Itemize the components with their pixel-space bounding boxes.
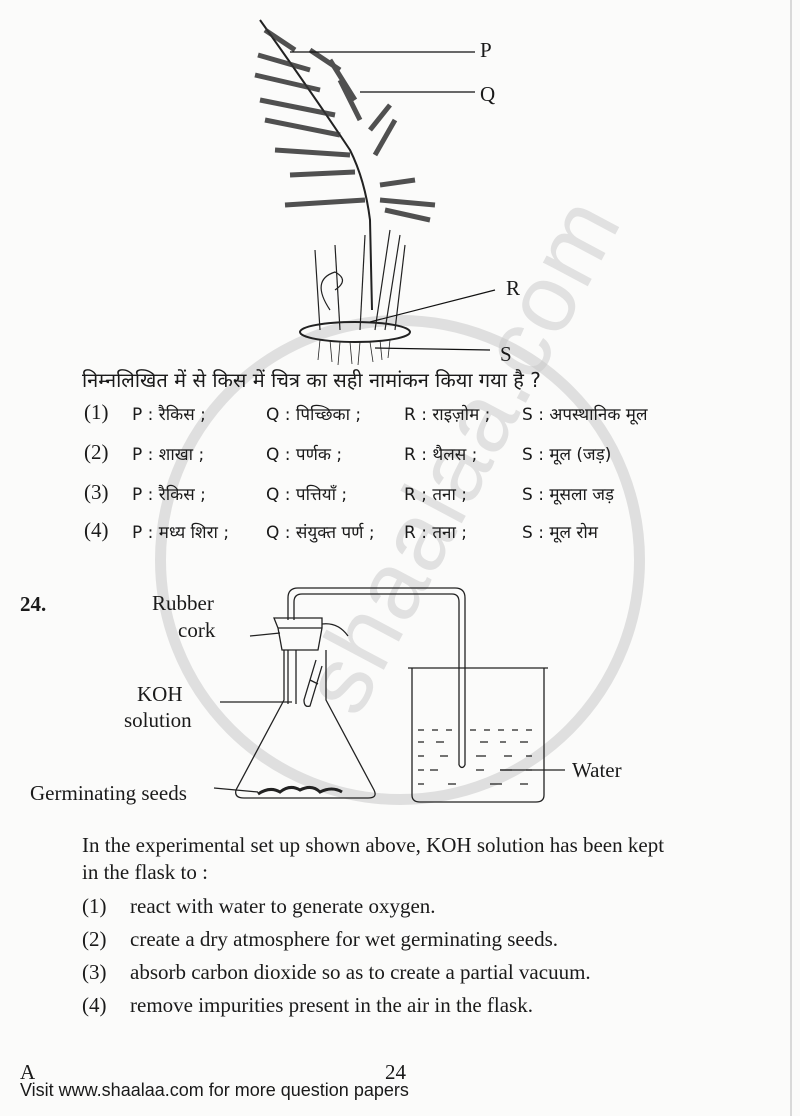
option-q: Q : पत्तियाँ ; bbox=[266, 485, 348, 505]
option-r: R : तना ; bbox=[404, 523, 468, 543]
set-code: A bbox=[20, 1060, 36, 1084]
option-s: S : अपस्थानिक मूल bbox=[522, 405, 648, 425]
q24-option-1: (1) react with water to generate oxygen. bbox=[82, 894, 436, 919]
option-text: absorb carbon dioxide so as to create a … bbox=[130, 960, 591, 984]
option-r: R : राइज़ोम ; bbox=[404, 405, 491, 425]
label-water: Water bbox=[572, 758, 622, 782]
label-s: S bbox=[500, 342, 512, 366]
option-q: Q : संयुक्त पर्ण ; bbox=[266, 523, 375, 543]
q24-option-3: (3) absorb carbon dioxide so as to creat… bbox=[82, 960, 591, 985]
label-cork: cork bbox=[178, 618, 216, 642]
option-s: S : मूल रोम bbox=[522, 523, 598, 543]
option-p: P : रैकिस ; bbox=[132, 485, 206, 505]
label-r: R bbox=[506, 276, 521, 300]
q24-prompt-line1: In the experimental set up shown above, … bbox=[82, 833, 665, 857]
option-q: Q : पिच्छिका ; bbox=[266, 405, 362, 425]
option-p: P : रैकिस ; bbox=[132, 405, 206, 425]
option-number: (2) bbox=[82, 927, 107, 951]
option-number: (4) bbox=[82, 993, 107, 1017]
q24-option-4: (4) remove impurities present in the air… bbox=[82, 993, 533, 1018]
option-text: react with water to generate oxygen. bbox=[130, 894, 436, 918]
option-number: (1) bbox=[82, 894, 107, 918]
option-q: Q : पर्णक ; bbox=[266, 445, 343, 465]
option-number: (3) bbox=[82, 960, 107, 984]
option-number: (1) bbox=[84, 400, 109, 424]
q24-option-2: (2) create a dry atmosphere for wet germ… bbox=[82, 927, 558, 952]
option-text: remove impurities present in the air in … bbox=[130, 993, 533, 1017]
page-number: 24 bbox=[385, 1060, 406, 1084]
label-q: Q bbox=[480, 82, 496, 106]
option-p: P : मध्य शिरा ; bbox=[132, 523, 230, 543]
page-edge bbox=[790, 0, 792, 1116]
option-r: R ; तना ; bbox=[404, 485, 468, 505]
q24-prompt-line2: in the flask to : bbox=[82, 860, 208, 884]
option-number: (2) bbox=[84, 440, 109, 464]
option-number: (4) bbox=[84, 518, 109, 542]
option-number: (3) bbox=[84, 480, 109, 504]
label-solution: solution bbox=[124, 708, 192, 732]
option-s: S : मूसला जड़ bbox=[522, 485, 615, 505]
option-s: S : मूल (जड़) bbox=[522, 445, 612, 465]
option-r: R : थैलस ; bbox=[404, 445, 478, 465]
label-rubber: Rubber bbox=[152, 591, 214, 615]
fern-figure bbox=[254, 19, 496, 366]
label-koh: KOH bbox=[137, 682, 183, 706]
experiment-apparatus bbox=[213, 587, 565, 803]
label-p: P bbox=[480, 38, 492, 62]
q23-prompt: निम्नलिखित में से किस में चित्र का सही न… bbox=[82, 368, 541, 392]
q24-number: 24. bbox=[20, 592, 47, 616]
footer-site-link[interactable]: Visit www.shaalaa.com for more question … bbox=[20, 1080, 409, 1100]
label-germinating-seeds: Germinating seeds bbox=[30, 781, 187, 805]
option-text: create a dry atmosphere for wet germinat… bbox=[130, 927, 558, 951]
option-p: P : शाखा ; bbox=[132, 445, 205, 465]
